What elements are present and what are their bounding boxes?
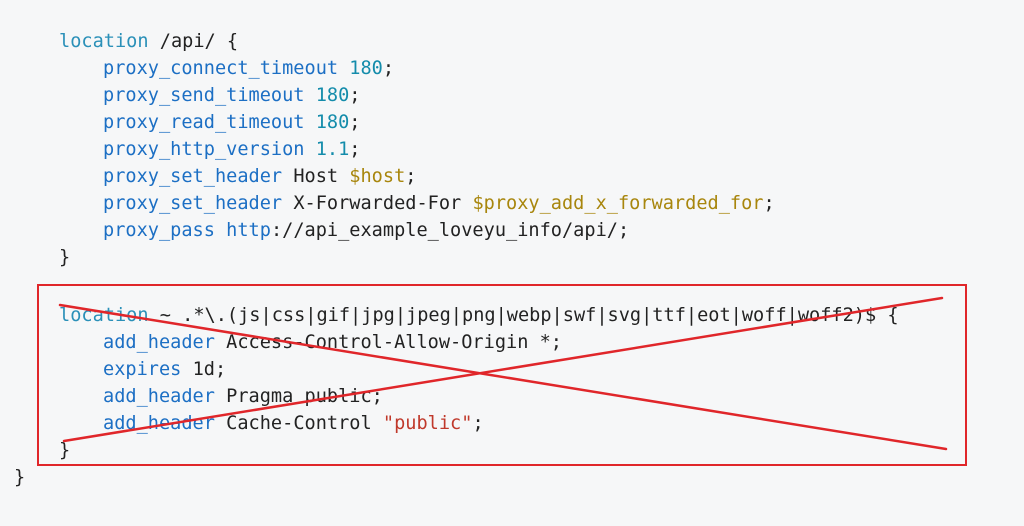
number-token: 180 [315, 85, 350, 106]
argument-token: Cache-Control [214, 413, 383, 434]
path-token: /api/ { [148, 31, 239, 52]
punctuation-token: ; [349, 85, 361, 106]
code-line-location-api: location /api/ { [59, 28, 238, 55]
variable-token: $host [349, 166, 406, 187]
number-token: 180 [349, 58, 383, 79]
argument-token: Pragma public; [214, 386, 383, 407]
string-token: "public" [382, 413, 473, 434]
punctuation-token: ; [405, 166, 417, 187]
url-scheme-token: http [226, 220, 271, 241]
code-line-proxy-http-version: proxy_http_version 1.1; [103, 136, 361, 163]
variable-token: $proxy_add_x_forwarded_for [472, 193, 764, 214]
regex-token: ~ .*\.(js|css|gif|jpg|jpeg|png|webp|swf|… [148, 305, 899, 326]
code-line-location-static: location ~ .*\.(js|css|gif|jpg|jpeg|png|… [59, 302, 899, 329]
punctuation-token: ; [382, 58, 395, 79]
punctuation-token: ; [349, 139, 361, 160]
code-line-add-header-cors: add_header Access-Control-Allow-Origin *… [103, 329, 562, 356]
code-line-add-header-pragma: add_header Pragma public; [103, 383, 383, 410]
url-token: ://api_example_loveyu_info/api/; [270, 220, 630, 241]
code-line-proxy-connect-timeout: proxy_connect_timeout 180; [103, 55, 394, 82]
punctuation-token: ; [763, 193, 775, 214]
code-line-proxy-read-timeout: proxy_read_timeout 180; [103, 109, 361, 136]
directive-token: proxy_set_header [103, 166, 283, 187]
directive-token: proxy_http_version [103, 139, 305, 160]
directive-token: proxy_read_timeout [103, 112, 305, 133]
code-line-close-server-block: } [14, 464, 25, 491]
brace-token: } [59, 440, 71, 461]
directive-token: expires [103, 359, 182, 380]
code-line-close-api-block: } [59, 244, 70, 271]
code-line-close-static-block: } [59, 437, 70, 464]
code-line-proxy-send-timeout: proxy_send_timeout 180; [103, 82, 361, 109]
code-line-proxy-set-header-host: proxy_set_header Host $host; [103, 163, 416, 190]
number-token: 180 [315, 112, 350, 133]
code-line-proxy-pass: proxy_pass http://api_example_loveyu_inf… [103, 217, 629, 244]
argument-token: Access-Control-Allow-Origin *; [214, 332, 562, 353]
directive-token: proxy_send_timeout [103, 85, 305, 106]
code-line-expires: expires 1d; [103, 356, 226, 383]
directive-token: proxy_connect_timeout [103, 58, 339, 79]
punctuation-token: ; [472, 413, 484, 434]
keyword-token: location [59, 305, 149, 326]
keyword-token: location [59, 31, 149, 52]
argument-token: 1d; [181, 359, 227, 380]
directive-token: add_header [103, 332, 215, 353]
punctuation-token: ; [349, 112, 361, 133]
code-line-proxy-set-header-forwarded: proxy_set_header X-Forwarded-For $proxy_… [103, 190, 775, 217]
argument-token: Host [282, 166, 350, 187]
directive-token: proxy_pass [103, 220, 215, 241]
brace-token: } [14, 467, 26, 488]
directive-token: add_header [103, 413, 215, 434]
directive-token: add_header [103, 386, 215, 407]
argument-token: X-Forwarded-For [282, 193, 473, 214]
number-token: 1.1 [315, 139, 350, 160]
brace-token: } [59, 247, 71, 268]
code-line-add-header-cache-control: add_header Cache-Control "public"; [103, 410, 484, 437]
directive-token: proxy_set_header [103, 193, 283, 214]
